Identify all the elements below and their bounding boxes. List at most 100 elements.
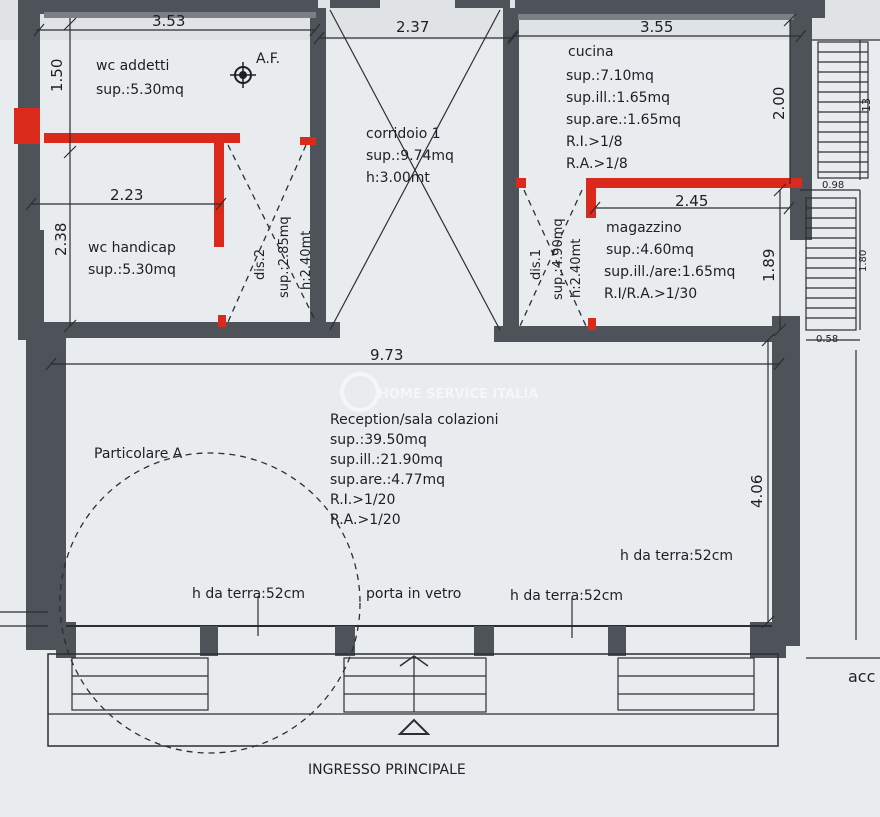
- dim-ticks: [25, 13, 807, 629]
- dim-top-left: 3.53: [152, 12, 185, 30]
- planter-left: [71, 657, 209, 711]
- dim-top-mid: 2.37: [396, 18, 429, 36]
- dis1-h: h:2.40mt: [569, 239, 584, 298]
- reception-sup: sup.:39.50mq: [330, 432, 427, 448]
- magazzino-sup: sup.:4.60mq: [606, 242, 694, 258]
- wall-cucina-top-inner: [518, 14, 794, 20]
- labels: 3.53 2.37 3.55 2.23 2.45 9.73 1.50 2.38 …: [48, 12, 875, 778]
- wc-addetti-name: wc addetti: [96, 58, 169, 74]
- wall-left-reception: [40, 330, 66, 650]
- dis2-h: h:2.40mt: [299, 231, 314, 290]
- dim-magazzino-height: 1.89: [760, 249, 778, 282]
- red-wall-wc-stub: [218, 315, 226, 327]
- dim-reception-height: 4.06: [748, 475, 766, 508]
- dim-left-lower: 2.38: [52, 223, 70, 256]
- watermark: HOME SERVICE ITALIA: [340, 372, 538, 412]
- dim-partial-13: 13: [860, 98, 873, 112]
- red-wall-dis2: [300, 137, 316, 145]
- pillar-2: [335, 626, 355, 656]
- wall-top-mid-left: [330, 0, 380, 8]
- cucina-sup: sup.:7.10mq: [566, 68, 654, 84]
- cucina-ra: R.A.>1/8: [566, 156, 628, 172]
- wall-wc-bottom: [44, 322, 340, 338]
- red-wall-wc-vertical: [214, 143, 224, 247]
- dim-partial-acc: acc: [848, 667, 875, 686]
- wall-right-corner: [750, 622, 786, 658]
- interior-walls: [44, 8, 794, 342]
- reception-sup-are: sup.are.:4.77mq: [330, 472, 445, 488]
- magazzino-ri-ra: R.I/R.A.>1/30: [604, 286, 697, 302]
- af-label: A.F.: [256, 51, 280, 67]
- af-fixture-icon: [230, 62, 256, 88]
- watermark-logo-icon: [340, 372, 380, 412]
- wall-top-mid-right: [455, 0, 510, 8]
- wc-handicap-sup: sup.:5.30mq: [88, 262, 176, 278]
- stair-upper: [817, 41, 869, 179]
- porta-label: porta in vetro: [366, 586, 461, 602]
- dim-wc-inner: 2.23: [110, 186, 143, 204]
- front-facade: [0, 596, 779, 747]
- particolare-label: Particolare A: [94, 446, 183, 462]
- ingresso-label: INGRESSO PRINCIPALE: [308, 762, 466, 778]
- wall-wc-corridor: [310, 8, 326, 338]
- wc-handicap-name: wc handicap: [88, 240, 176, 256]
- dimension-lines: [25, 13, 807, 629]
- wall-top-right: [515, 0, 825, 18]
- dis2-name: dis.2: [253, 249, 268, 280]
- watermark-text: HOME SERVICE ITALIA: [378, 387, 538, 402]
- dis1-name: dis.1: [529, 249, 544, 280]
- red-wall-magazzino-top: [586, 178, 802, 188]
- stair-lower-treads: [806, 207, 856, 319]
- dim-stair-c: 0.58: [816, 334, 838, 345]
- stair-lower: [805, 197, 857, 331]
- red-wall-magazzino-side: [586, 188, 596, 218]
- h-terra-right: h da terra:52cm: [510, 588, 623, 604]
- reception-sup-ill: sup.ill.:21.90mq: [330, 452, 443, 468]
- entrance-platform: [47, 653, 779, 747]
- dim-cucina-height: 2.00: [770, 87, 788, 120]
- corridoio-h: h:3.00mt: [366, 170, 430, 186]
- entry-arrow-icon: [397, 718, 431, 735]
- wc-addetti-sup: sup.:5.30mq: [96, 82, 184, 98]
- door-diagonals: [227, 9, 587, 331]
- red-walls: [14, 108, 802, 330]
- dis2-sup: sup.:2.85mq: [277, 216, 292, 298]
- corridor-diagonal-b: [329, 9, 501, 331]
- wall-right-reception: [772, 316, 800, 646]
- dim-reception-width: 9.73: [370, 346, 403, 364]
- reception-ra: R.A.>1/20: [330, 512, 401, 528]
- magazzino-name: magazzino: [606, 220, 682, 236]
- corridoio-sup: sup.:9.74mq: [366, 148, 454, 164]
- dis1-diagonal-b: [519, 189, 583, 327]
- stair-upper-treads: [818, 51, 868, 173]
- dim-left-upper: 1.50: [48, 59, 66, 92]
- pillar-4: [608, 626, 626, 656]
- wall-top-left: [18, 0, 318, 14]
- corridoio-name: corridoio 1: [366, 126, 441, 142]
- cucina-ri: R.I.>1/8: [566, 134, 623, 150]
- dim-stair-b: 1.80: [858, 250, 869, 272]
- dim-top-right: 3.55: [640, 18, 673, 36]
- red-wall-dis1-stub: [516, 178, 526, 188]
- wall-left-corner: [56, 622, 76, 658]
- magazzino-sup-ill: sup.ill./are:1.65mq: [604, 264, 735, 280]
- wall-corridor-cucina: [503, 8, 519, 338]
- red-wall-magazzino-stub: [588, 318, 596, 330]
- pillar-1: [200, 626, 218, 656]
- planter-right-lines: [618, 675, 754, 695]
- particolare-a-circle: [59, 452, 361, 754]
- cucina-sup-ill: sup.ill.:1.65mq: [566, 90, 670, 106]
- planter-right: [617, 657, 755, 711]
- dis1-sup: sup.:4.90mq: [551, 218, 566, 300]
- dim-magazzino-width: 2.45: [675, 192, 708, 210]
- dim-stair-a: 0.98: [822, 180, 844, 191]
- entrance-steps: [343, 657, 487, 713]
- red-wall-left: [14, 108, 40, 144]
- h-terra-left: h da terra:52cm: [192, 586, 305, 602]
- entrance-steps-lines: [344, 675, 486, 695]
- wall-left-lower: [26, 230, 44, 650]
- wall-magazzino-bottom: [494, 326, 786, 342]
- right-stairs: [800, 39, 880, 659]
- dis1-diagonal-a: [523, 189, 587, 327]
